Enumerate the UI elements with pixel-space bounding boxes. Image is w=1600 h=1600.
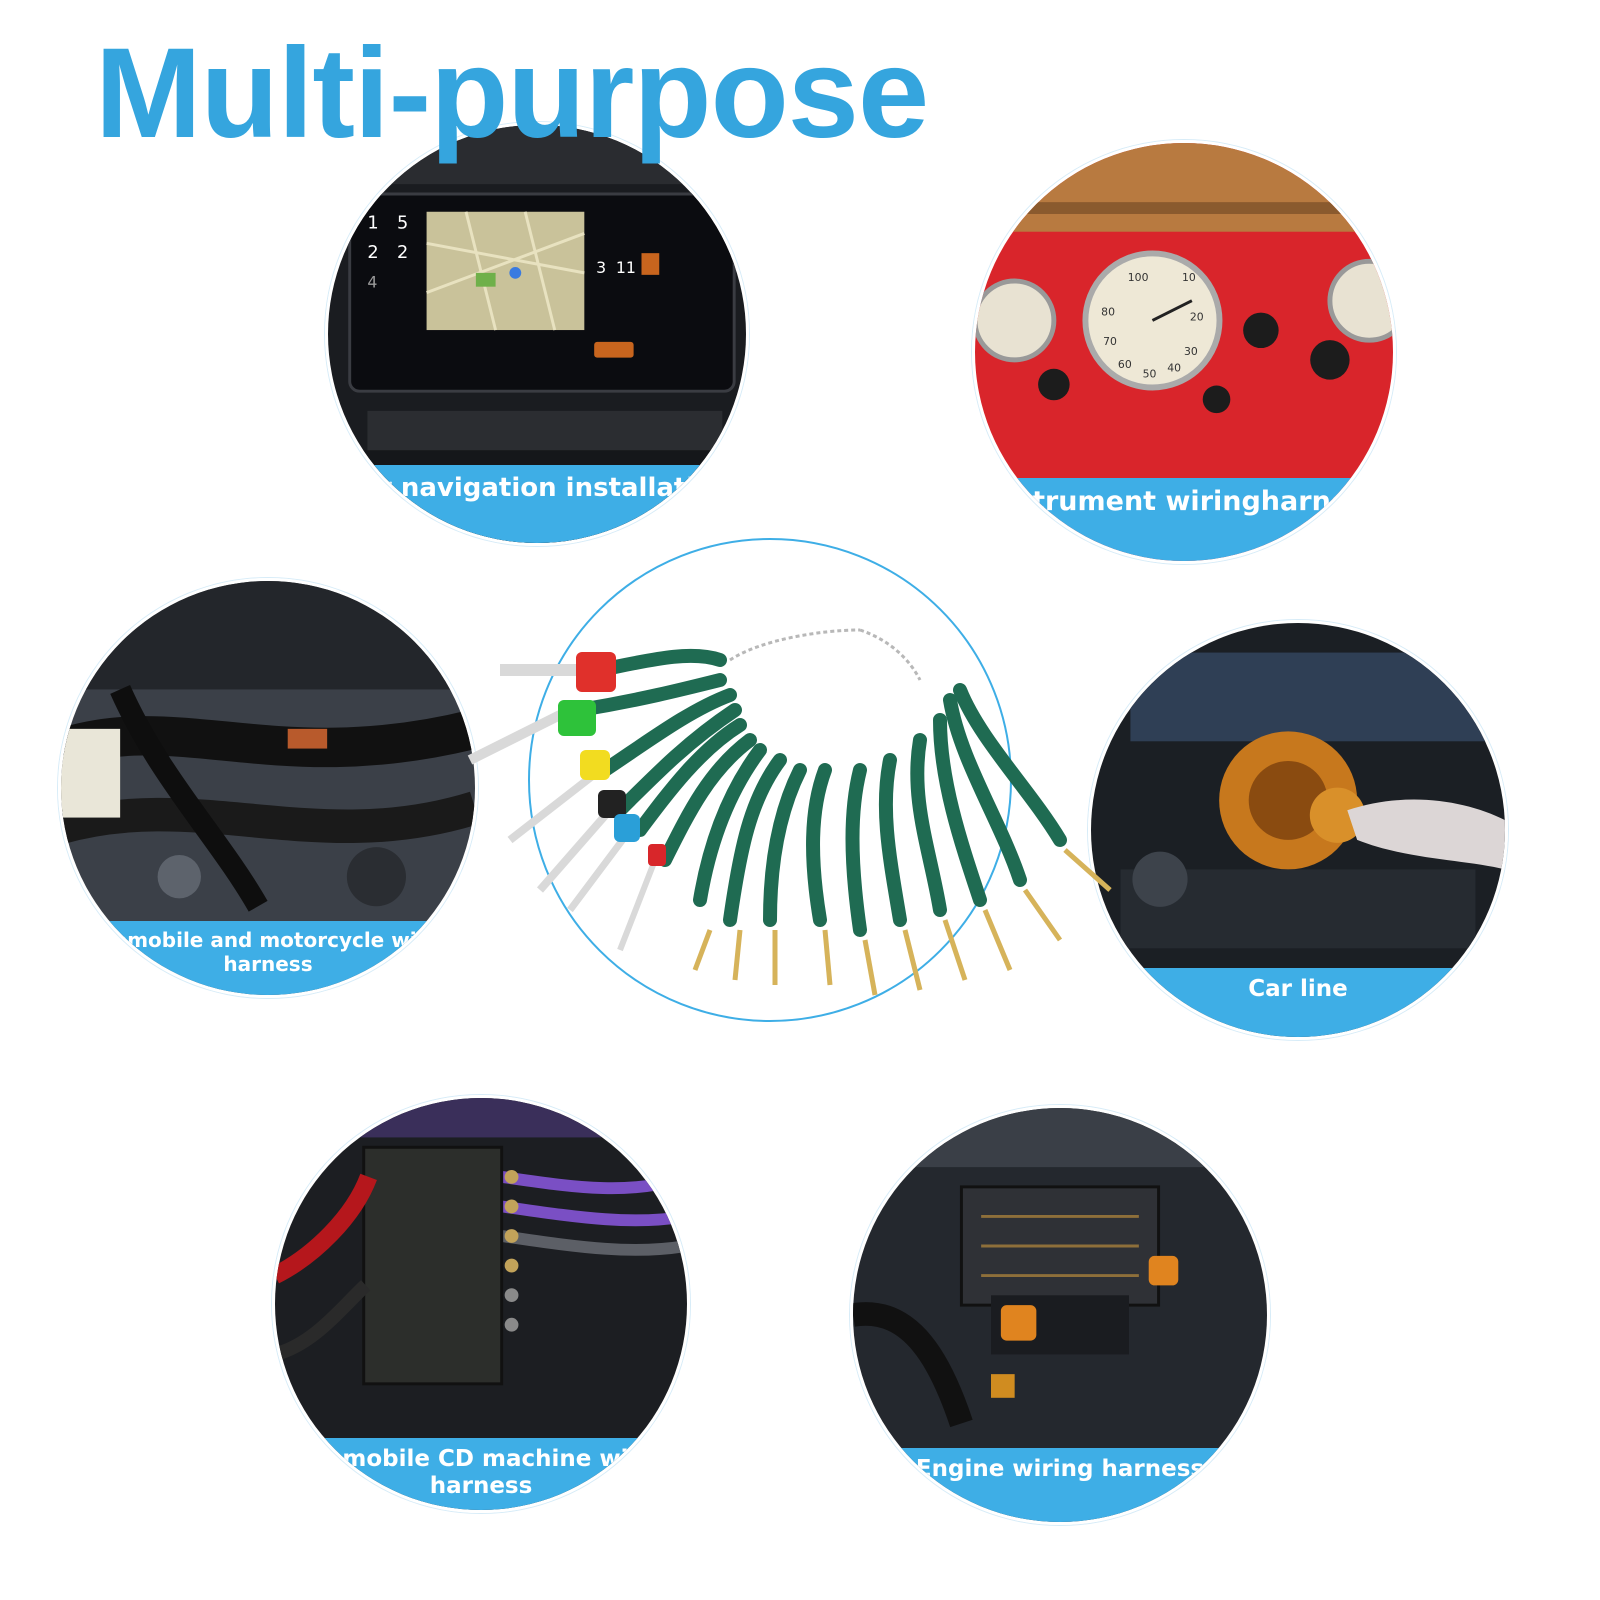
handle-blue <box>614 814 640 842</box>
circle-label: Instrument wiringharness <box>986 486 1382 517</box>
handle-yellow <box>580 750 610 780</box>
circle-label: Automobile and motorcycle wiring harness <box>74 928 462 976</box>
svg-text:2: 2 <box>367 243 378 263</box>
label-band: Car line <box>1091 968 1505 1037</box>
label-band: Automobile and motorcycle wiring harness <box>61 921 475 995</box>
svg-text:11: 11 <box>616 258 636 277</box>
engine-photo: Engine wiring harness <box>850 1105 1270 1525</box>
circle-label: Automobile CD machine wiring harness <box>281 1446 681 1500</box>
svg-text:50: 50 <box>1143 368 1157 381</box>
car-line-photo: Car line <box>1088 620 1508 1040</box>
car-navigation-photo: 1 5 2 2 4 3 11 Car navigation installati… <box>325 122 749 546</box>
circle-label: Engine wiring harness <box>915 1456 1205 1482</box>
automobile-motorcycle-photo: Automobile and motorcycle wiring harness <box>58 578 478 998</box>
handle-black <box>598 790 626 818</box>
handle-green <box>558 700 596 736</box>
label-band: Instrument wiringharness <box>975 478 1393 561</box>
headline: Multi-purpose <box>95 22 929 165</box>
colored-handles <box>558 652 666 866</box>
circle-label: Car navigation installation <box>342 473 732 503</box>
svg-text:60: 60 <box>1118 358 1132 371</box>
instrument-photo: 100 10 20 30 40 50 60 70 80 Instrument w… <box>972 140 1396 564</box>
svg-text:3: 3 <box>596 258 606 277</box>
label-band: Engine wiring harness <box>853 1448 1267 1522</box>
svg-text:1: 1 <box>367 214 378 234</box>
cd-machine-photo: Automobile CD machine wiring harness <box>272 1095 690 1513</box>
handle-red <box>576 652 616 692</box>
circle-label: Car line <box>1248 976 1348 1002</box>
svg-text:30: 30 <box>1184 345 1198 358</box>
terminal-removal-tool-set <box>467 628 1112 996</box>
label-band: Car navigation installation <box>328 465 746 543</box>
svg-text:4: 4 <box>367 273 377 292</box>
svg-text:2: 2 <box>397 243 408 263</box>
label-band: Automobile CD machine wiring harness <box>275 1438 687 1510</box>
svg-text:70: 70 <box>1103 335 1117 348</box>
svg-text:5: 5 <box>397 214 408 234</box>
svg-text:80: 80 <box>1101 306 1115 319</box>
handle-red-small <box>648 844 666 866</box>
svg-text:10: 10 <box>1182 271 1196 284</box>
svg-text:40: 40 <box>1167 362 1181 375</box>
svg-text:20: 20 <box>1190 310 1204 323</box>
svg-text:100: 100 <box>1128 271 1149 284</box>
